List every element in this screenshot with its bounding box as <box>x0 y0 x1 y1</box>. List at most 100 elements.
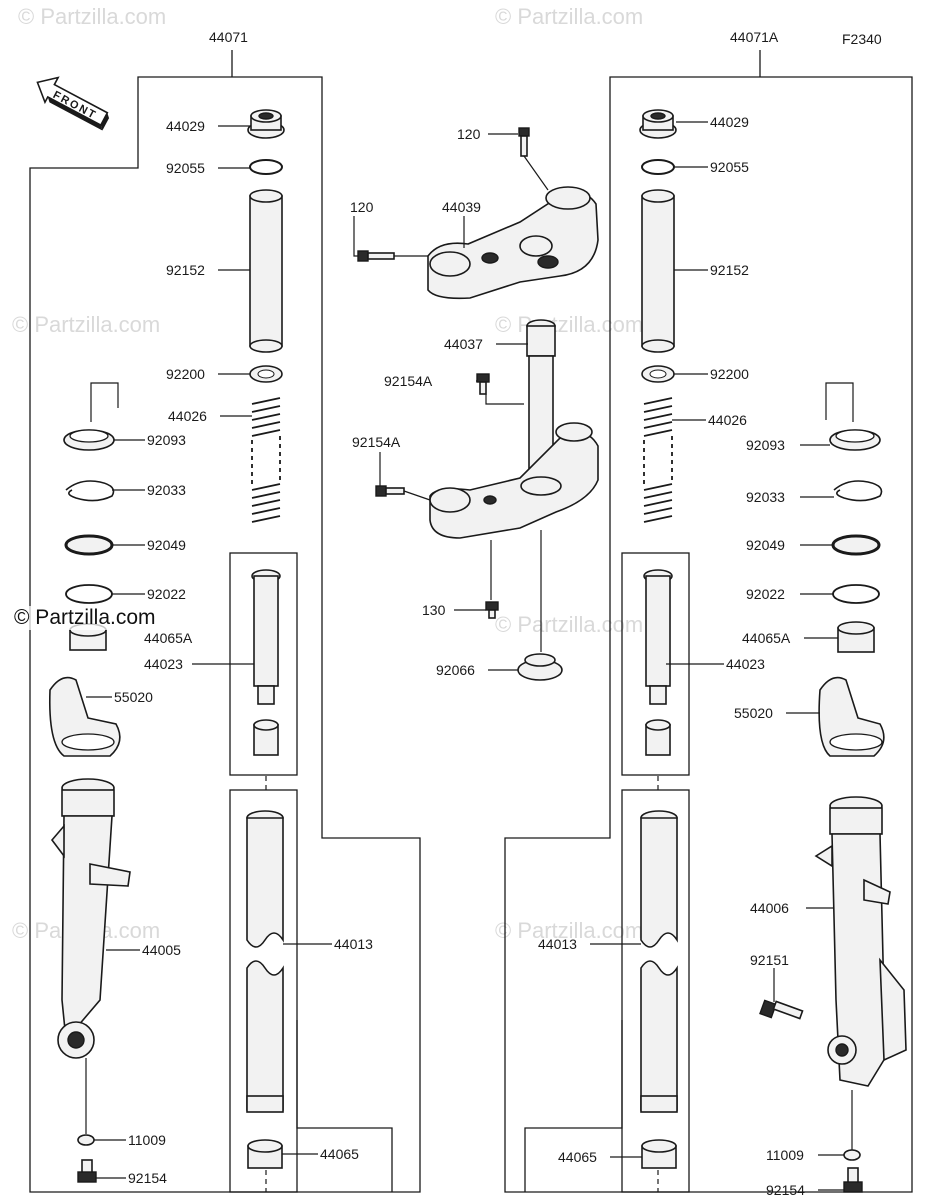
axle-clamp-bolt <box>759 999 804 1020</box>
watermark: © Partzilla.com <box>495 4 643 29</box>
o-ring <box>249 159 283 175</box>
label-44026: 44026 <box>168 408 207 424</box>
watermark: © Partzilla.com <box>18 4 166 29</box>
label-44013: 44013 <box>334 936 373 952</box>
label-92093: 92093 <box>746 437 785 453</box>
bolt-92154A-lower <box>375 485 405 497</box>
label-55020: 55020 <box>734 705 773 721</box>
label-120: 120 <box>457 126 481 142</box>
label-44013: 44013 <box>538 936 577 952</box>
steering-stem <box>429 319 599 539</box>
washer-ring <box>65 584 113 604</box>
label-92154A: 92154A <box>384 373 433 389</box>
bolt-120-upper <box>518 127 530 157</box>
right-parts <box>639 109 907 1193</box>
partzilla-logo: © Partzilla.com <box>14 606 156 630</box>
front-arrow-icon: FRONT <box>36 76 110 131</box>
label-92152: 92152 <box>710 262 749 278</box>
label-92151: 92151 <box>750 952 789 968</box>
bolt-130 <box>485 601 499 619</box>
label-92093: 92093 <box>147 432 186 448</box>
label-44065A: 44065A <box>742 630 791 646</box>
slide-bushing <box>247 1139 283 1169</box>
left-parts <box>48 109 285 1183</box>
label-44065A: 44065A <box>144 630 193 646</box>
outer-tube-right <box>814 796 907 1087</box>
right-part-labels: 44029 92055 92152 92200 44026 92093 9203… <box>538 114 805 1198</box>
dust-seal <box>64 534 114 556</box>
drain-bolt <box>77 1159 97 1183</box>
label-92055: 92055 <box>710 159 749 175</box>
outer-tube-left <box>50 778 131 1059</box>
center-parts <box>357 127 599 681</box>
watermark: © Partzilla.com <box>495 612 643 637</box>
gasket <box>77 1134 95 1146</box>
spacer-pipe <box>249 189 283 353</box>
label-44026: 44026 <box>708 412 747 428</box>
right-leaders <box>590 121 853 1192</box>
watermark: © Partzilla.com <box>12 312 160 337</box>
label-130: 130 <box>422 602 446 618</box>
label-44071A: 44071A <box>730 29 779 45</box>
circlip <box>833 480 883 502</box>
label-44023: 44023 <box>144 656 183 672</box>
bearing-seal <box>517 653 563 681</box>
label-92049: 92049 <box>147 537 186 553</box>
label-44039: 44039 <box>442 199 481 215</box>
spacer-pipe <box>641 189 675 353</box>
label-55020: 55020 <box>114 689 153 705</box>
inner-tube-right <box>640 810 678 1113</box>
upper-bracket <box>427 186 599 300</box>
guide-bushing <box>837 621 875 653</box>
label-92033: 92033 <box>746 489 785 505</box>
left-part-labels: 44029 92055 92152 92200 44026 92093 9203… <box>114 118 373 1186</box>
diagram-code: F2340 <box>842 31 882 47</box>
bolt-92154A-upper <box>476 373 490 395</box>
label-92055: 92055 <box>166 160 205 176</box>
right-fork-frame <box>504 50 913 1193</box>
label-44037: 44037 <box>444 336 483 352</box>
label-92200: 92200 <box>710 366 749 382</box>
left-fork-frame <box>29 50 421 1193</box>
label-92152: 92152 <box>166 262 205 278</box>
fork-spring <box>251 397 281 523</box>
label-92200: 92200 <box>166 366 205 382</box>
label-92022: 92022 <box>147 586 186 602</box>
label-92154A: 92154A <box>352 434 401 450</box>
center-leaders <box>353 133 549 671</box>
label-44065: 44065 <box>558 1149 597 1165</box>
label-44029: 44029 <box>166 118 205 134</box>
inner-tube-left <box>246 810 284 1113</box>
bolt-120-left <box>357 250 395 262</box>
oil-seal <box>825 382 881 451</box>
label-11009: 11009 <box>766 1147 804 1163</box>
circlip <box>65 480 115 502</box>
fork-guard <box>818 676 885 757</box>
label-92022: 92022 <box>746 586 785 602</box>
watermark: © Partzilla.com <box>495 312 643 337</box>
fork-cap-bolt <box>247 109 285 139</box>
label-92154: 92154 <box>766 1182 805 1198</box>
washer-ring <box>832 584 880 604</box>
oil-seal <box>63 382 119 451</box>
label-44023: 44023 <box>726 656 765 672</box>
dust-seal <box>831 534 881 556</box>
label-44029: 44029 <box>710 114 749 130</box>
label-92049: 92049 <box>746 537 785 553</box>
fork-guard <box>48 676 121 757</box>
center-part-labels: 120 120 44039 44037 92154A 92154A 130 92… <box>350 126 483 678</box>
left-leaders <box>85 125 332 1192</box>
label-44071: 44071 <box>209 29 248 45</box>
label-44006: 44006 <box>750 900 789 916</box>
cylinder-unit <box>251 569 281 756</box>
label-92033: 92033 <box>147 482 186 498</box>
fork-cap-bolt <box>639 109 677 139</box>
gasket <box>843 1149 861 1161</box>
slide-bushing <box>641 1139 677 1169</box>
label-92066: 92066 <box>436 662 475 678</box>
label-11009: 11009 <box>128 1132 166 1148</box>
fork-spring <box>643 397 673 523</box>
watermark: © Partzilla.com <box>495 918 643 943</box>
o-ring <box>641 159 675 175</box>
